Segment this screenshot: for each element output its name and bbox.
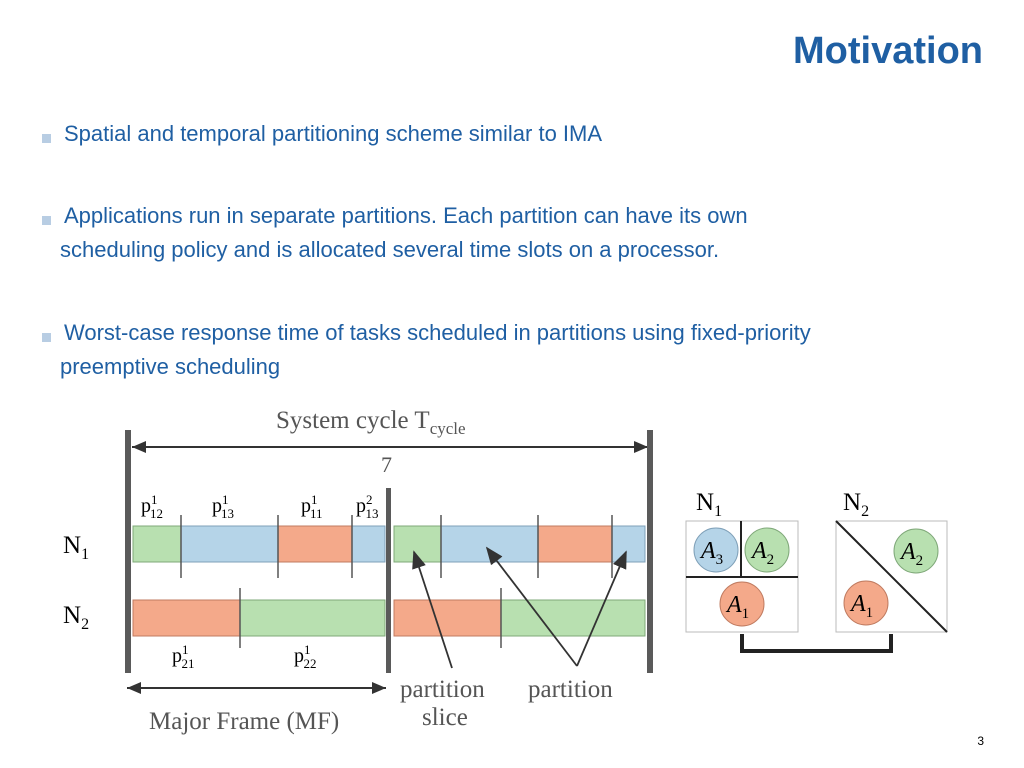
bullet-item: Worst-case response time of tasks schedu… [42,320,811,384]
n2-slice-p22 [500,599,646,637]
n1-slice-p13-2 [611,525,646,563]
n1-slice-p11 [277,525,353,563]
bullet-marker [42,333,51,342]
n2-tick-marks [239,588,502,648]
node-n1-box-label: N1 [696,489,722,520]
bullet-line: preemptive scheduling [60,354,281,379]
node-n2-box-label: N2 [843,489,869,520]
app-a2-label: A2 [750,538,774,568]
arrow-head-left [127,682,141,694]
system-cycle-value: 7 [381,452,392,477]
cycle-start-bar [125,430,131,673]
app-a2-label: A2 [899,539,923,569]
system-cycle-label: System cycle Tcycle [276,407,466,438]
n2-slice-p22 [239,599,386,637]
bullet-item: Applications run in separate partitions.… [42,203,748,267]
major-frame-label: Major Frame (MF) [149,708,339,735]
bullet-line: Applications run in separate partitions.… [64,203,748,228]
partition-label: partition [528,676,613,703]
bullet-item: Spatial and temporal partitioning scheme… [42,121,602,151]
partition-slice-label: partition [400,676,485,703]
app-a1-label: A1 [725,592,749,622]
n1-slice-p12 [393,525,442,563]
arrow-head-left [132,441,146,453]
bullet-text: Worst-case response time of tasks schedu… [60,316,811,384]
n1-slice-p13 [440,525,539,563]
arrow-head-right [372,682,386,694]
n2-slice-p21 [393,599,502,637]
app-a2-circle [893,528,939,574]
node-connection [740,634,893,653]
page-number: 3 [977,734,984,748]
n1-slice-p13-2 [351,525,386,563]
app-a1-label: A1 [849,591,873,621]
n1-tick-marks [180,515,613,578]
app-a3-circle [693,527,739,573]
slide-title: Motivation [793,30,983,72]
pointer-arrows [412,546,627,669]
n2-partition-diagonal [835,520,948,633]
n1-slice-p11 [537,525,613,563]
bullet-text: Applications run in separate partitions.… [60,199,748,267]
bullet-line: scheduling policy and is allocated sever… [60,237,720,262]
bullet-text: Spatial and temporal partitioning scheme… [64,117,602,151]
partition-slice-label-2: slice [422,704,468,731]
arrow-head-right [634,441,648,453]
bullet-line: Worst-case response time of tasks schedu… [64,320,811,345]
n1-partition-lines [686,521,798,578]
app-a1-circle [843,580,889,626]
node-n1-label: N1 [63,532,89,563]
bullet-marker [42,134,51,143]
node-n2-label: N2 [63,602,89,633]
frame-divider-bar [386,488,391,673]
cycle-end-bar [647,430,653,673]
app-a2-circle [744,527,790,573]
n1-slice-p12 [132,525,182,563]
n2-slice-p21 [132,599,241,637]
app-a3-label: A3 [699,538,723,568]
n1-slice-p13 [180,525,279,563]
bullet-marker [42,216,51,225]
app-a1-circle [719,581,765,627]
bullet-line: Spatial and temporal partitioning scheme… [64,121,603,146]
